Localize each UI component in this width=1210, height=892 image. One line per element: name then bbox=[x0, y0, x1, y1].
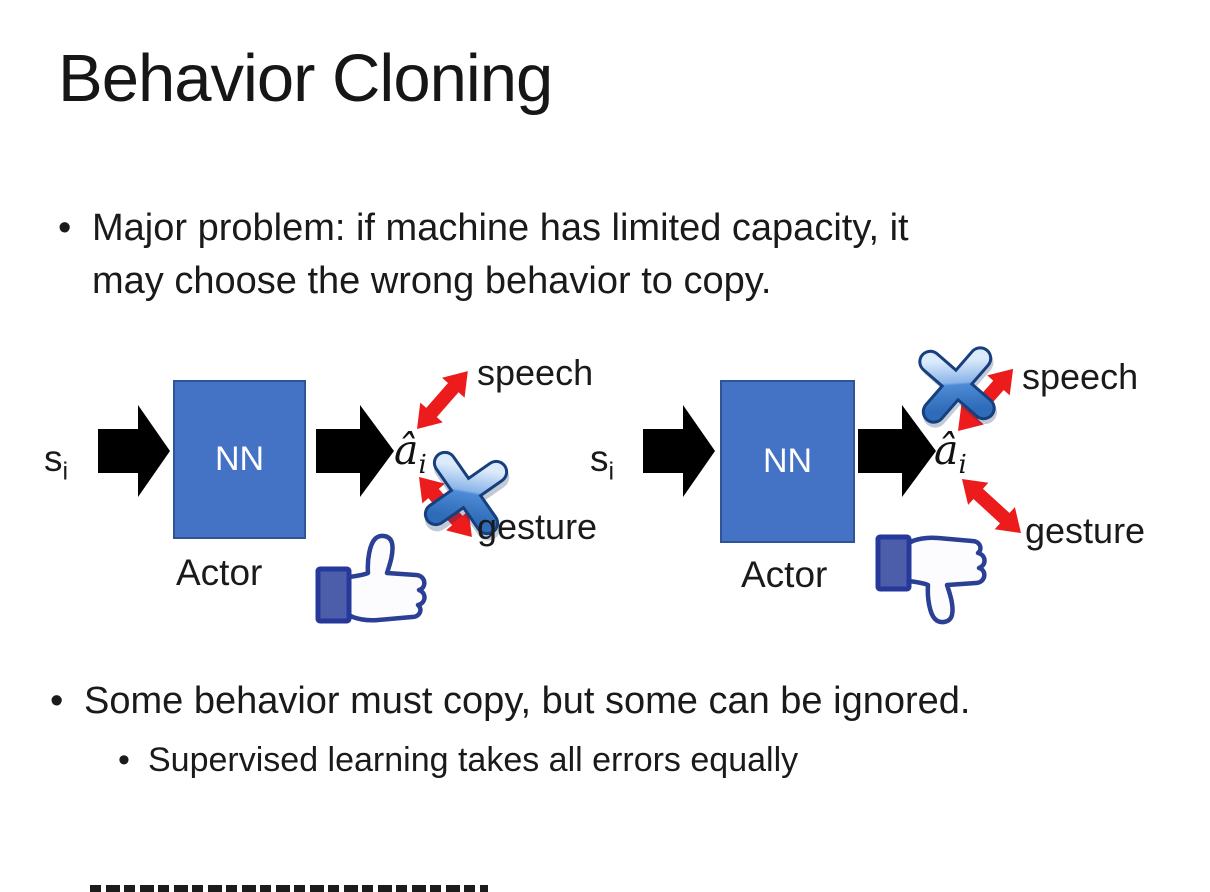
thumbs-up-icon bbox=[315, 533, 427, 624]
bullet-text: Some behavior must copy, but some can be… bbox=[84, 680, 971, 722]
bullet-marker: • bbox=[50, 680, 64, 722]
right-input-label: si bbox=[590, 438, 615, 486]
left-input-arrow-icon bbox=[98, 405, 170, 497]
bullet-text: Supervised learning takes all errors equ… bbox=[148, 741, 799, 779]
left-actor-label: Actor bbox=[176, 552, 263, 593]
thumbs-down-icon bbox=[875, 534, 987, 625]
bullet-line-2: may choose the wrong behavior to copy. bbox=[92, 260, 772, 302]
left-nn-label: NN bbox=[214, 440, 265, 478]
left-input-label: si bbox=[44, 438, 69, 486]
bullet-line-1: Major problem: if machine has limited ca… bbox=[92, 207, 909, 249]
bullet-text: Major problem: if machine has limited ca… bbox=[92, 202, 909, 308]
right-speech-label: speech bbox=[1022, 356, 1139, 397]
right-actor-label: Actor bbox=[741, 554, 828, 595]
left-output-label: âi bbox=[394, 426, 427, 481]
bullet-some-behavior: • Some behavior must copy, but some can … bbox=[50, 676, 970, 726]
right-nn-label: NN bbox=[762, 442, 813, 480]
page-title: Behavior Cloning bbox=[58, 41, 553, 116]
bullet-marker: • bbox=[58, 207, 72, 249]
right-input-arrow-icon bbox=[643, 405, 715, 497]
right-nn-box: NN bbox=[720, 380, 855, 543]
right-gesture-label: gesture bbox=[1025, 510, 1146, 551]
left-output-arrow-icon bbox=[316, 405, 394, 497]
left-nn-box: NN bbox=[173, 380, 306, 539]
right-output-arrow-icon bbox=[858, 405, 936, 497]
clipped-text-artifact bbox=[90, 885, 488, 892]
left-gesture-label: gesture bbox=[477, 506, 598, 547]
sub-bullet-supervised: • Supervised learning takes all errors e… bbox=[118, 738, 798, 782]
left-speech-label: speech bbox=[477, 352, 594, 393]
right-output-label: âi bbox=[934, 426, 967, 481]
right-cross-out-icon bbox=[918, 346, 997, 428]
bullet-major-problem: • Major problem: if machine has limited … bbox=[58, 202, 909, 308]
bullet-marker: • bbox=[118, 741, 130, 779]
